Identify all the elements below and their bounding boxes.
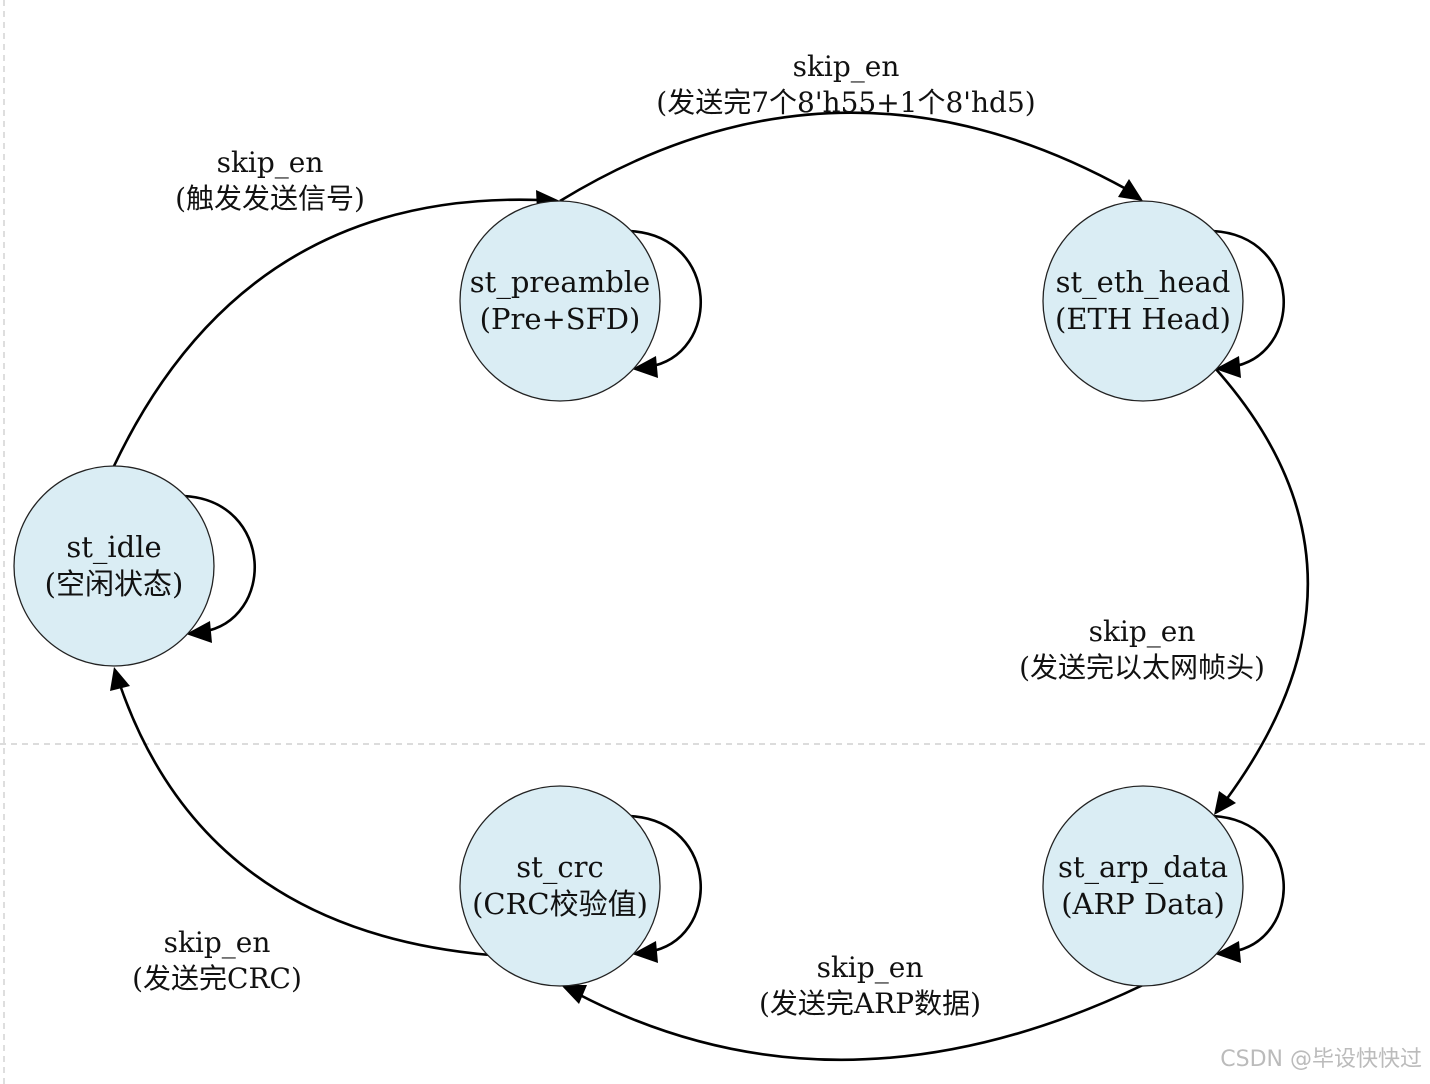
transition-label-idle-to-preamble: skip_en (触发发送信号) <box>175 146 365 215</box>
state-name-st-idle: st_idle <box>66 530 161 565</box>
self-loop-st-eth-head <box>1212 229 1286 378</box>
transition-condition: skip_en <box>1089 615 1196 648</box>
state-node-st-eth-head: st_eth_head (ETH Head) <box>1042 200 1244 402</box>
transition-arp-data-to-crc <box>561 983 1144 1062</box>
transition-label-eth-head-to-arp-data: skip_en (发送完以太网帧头) <box>1019 615 1265 684</box>
transition-note: (发送完ARP数据) <box>759 987 981 1020</box>
transition-preamble-to-eth-head <box>559 111 1143 203</box>
state-node-st-preamble: st_preamble (Pre+SFD) <box>459 200 661 402</box>
state-name-st-crc: st_crc <box>516 850 603 885</box>
state-desc-st-preamble: (Pre+SFD) <box>480 302 641 336</box>
state-name-st-eth-head: st_eth_head <box>1056 265 1231 300</box>
watermark-text: CSDN @毕设快快过 <box>1220 1047 1422 1072</box>
state-node-st-arp-data: st_arp_data (ARP Data) <box>1042 785 1244 987</box>
transition-eth-head-to-arp-data <box>1214 367 1310 815</box>
transition-condition: skip_en <box>793 50 900 83</box>
state-name-st-preamble: st_preamble <box>470 265 650 300</box>
state-desc-st-idle: (空闲状态) <box>45 567 184 601</box>
state-node-st-idle: st_idle (空闲状态) <box>13 465 215 667</box>
transition-condition: skip_en <box>817 951 924 984</box>
transition-label-crc-to-idle: skip_en (发送完CRC) <box>132 926 302 995</box>
transition-note: (触发发送信号) <box>175 182 365 215</box>
self-loop-st-idle <box>183 494 257 643</box>
self-loop-st-crc <box>629 814 703 963</box>
transition-note: (发送完7个8'h55+1个8'hd5) <box>656 86 1035 119</box>
transition-crc-to-idle <box>110 667 491 957</box>
transition-note: (发送完以太网帧头) <box>1019 651 1265 684</box>
state-desc-st-arp-data: (ARP Data) <box>1061 887 1225 921</box>
state-desc-st-crc: (CRC校验值) <box>472 887 648 921</box>
self-loop-st-arp-data <box>1212 814 1286 963</box>
state-name-st-arp-data: st_arp_data <box>1058 850 1228 885</box>
transition-condition: skip_en <box>164 926 271 959</box>
transition-condition: skip_en <box>217 146 324 179</box>
state-node-st-crc: st_crc (CRC校验值) <box>459 785 661 987</box>
transition-label-preamble-to-eth-head: skip_en (发送完7个8'h55+1个8'hd5) <box>656 50 1035 119</box>
state-desc-st-eth-head: (ETH Head) <box>1055 302 1231 336</box>
transition-label-arp-data-to-crc: skip_en (发送完ARP数据) <box>759 951 981 1020</box>
transition-note: (发送完CRC) <box>132 962 302 995</box>
self-loop-st-preamble <box>629 229 703 378</box>
